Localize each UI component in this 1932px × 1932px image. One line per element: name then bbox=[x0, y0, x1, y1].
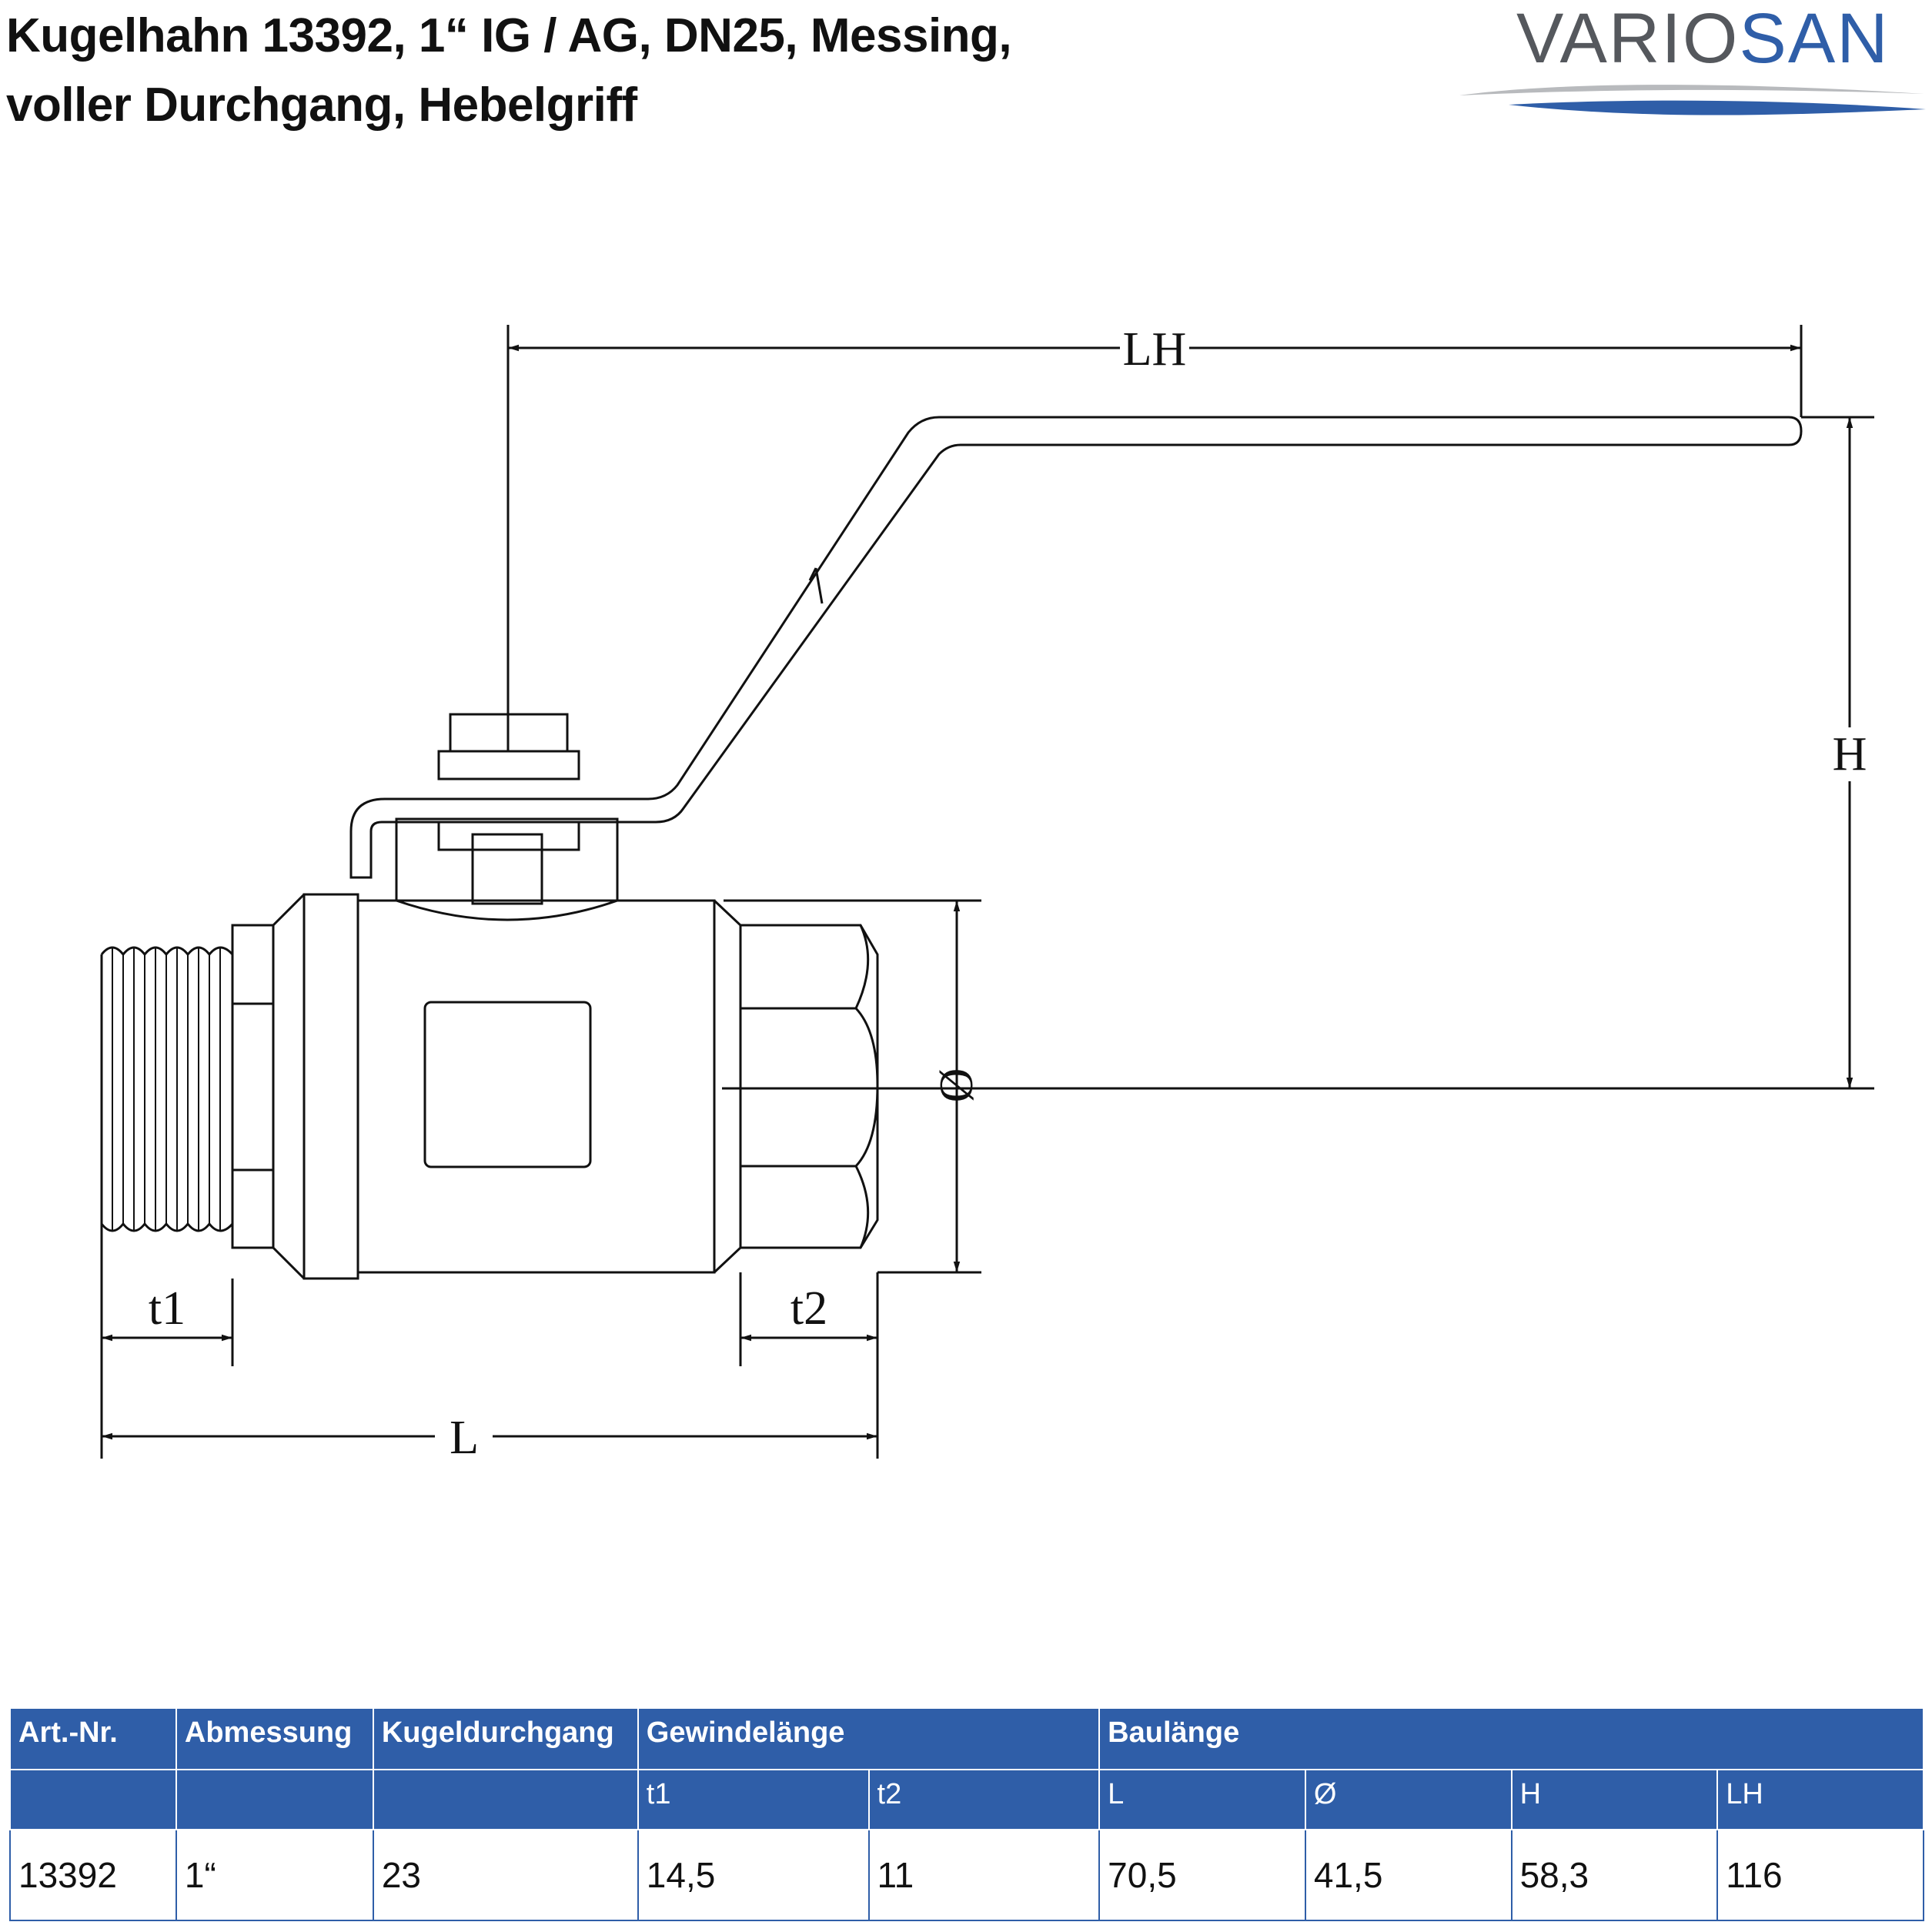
logo-text-part-2: SAN bbox=[1739, 0, 1890, 78]
female-hex-end bbox=[739, 924, 879, 1249]
logo-text-part-1: VARIO bbox=[1516, 0, 1740, 78]
l-label: L bbox=[450, 1412, 479, 1464]
subheader-l: L bbox=[1098, 1769, 1306, 1830]
table-subheader-row: t1 t2 L Ø H LH bbox=[9, 1769, 1924, 1830]
cell-art-nr: 13392 bbox=[9, 1829, 177, 1921]
cell-h: 58,3 bbox=[1510, 1829, 1719, 1921]
lh-label: LH bbox=[1123, 323, 1187, 376]
cell-lh: 116 bbox=[1716, 1829, 1924, 1921]
cell-t1: 14,5 bbox=[637, 1829, 870, 1921]
header-baulaenge: Baulänge bbox=[1098, 1707, 1924, 1770]
subheader-empty bbox=[372, 1769, 639, 1830]
table-row: 13392 1“ 23 14,5 11 70,5 41,5 58,3 116 bbox=[9, 1829, 1924, 1921]
logo-wave-icon bbox=[1459, 85, 1926, 115]
page-title: Kugelhahn 13392, 1“ IG / AG, DN25, Messi… bbox=[6, 2, 1012, 140]
header-abmessung: Abmessung bbox=[175, 1707, 374, 1770]
technical-drawing: LH H Ø t1 t2 L bbox=[100, 323, 1874, 1464]
cell-l: 70,5 bbox=[1098, 1829, 1306, 1921]
valve-body bbox=[272, 893, 742, 1280]
cell-diameter: 41,5 bbox=[1304, 1829, 1513, 1921]
subheader-empty bbox=[9, 1769, 177, 1830]
subheader-lh: LH bbox=[1716, 1769, 1924, 1830]
header-gewindelaenge: Gewindelänge bbox=[637, 1707, 1101, 1770]
subheader-empty bbox=[175, 1769, 374, 1830]
lever-handle bbox=[349, 416, 1803, 879]
stem-nut bbox=[437, 713, 580, 851]
title-line-2: voller Durchgang, Hebelgriff bbox=[6, 79, 637, 132]
cell-abmessung: 1“ bbox=[175, 1829, 374, 1921]
logo-wordmark: VARIOSAN bbox=[1516, 0, 1890, 77]
cell-kugeldurchgang: 23 bbox=[372, 1829, 639, 1921]
header-art-nr: Art.-Nr. bbox=[9, 1707, 177, 1770]
subheader-t1: t1 bbox=[637, 1769, 870, 1830]
male-thread-end bbox=[100, 924, 275, 1249]
t2-label: t2 bbox=[791, 1282, 827, 1335]
variosan-logo: VARIOSAN bbox=[1455, 0, 1932, 131]
subheader-t2: t2 bbox=[867, 1769, 1101, 1830]
table-header-row: Art.-Nr. Abmessung Kugeldurchgang Gewind… bbox=[9, 1707, 1924, 1770]
valve-bonnet bbox=[395, 817, 619, 921]
t1-label: t1 bbox=[149, 1282, 186, 1335]
diameter-label: Ø bbox=[931, 1068, 983, 1103]
h-label: H bbox=[1833, 728, 1867, 780]
cell-t2: 11 bbox=[867, 1829, 1101, 1921]
subheader-diameter: Ø bbox=[1304, 1769, 1513, 1830]
header-kugeldurchgang: Kugeldurchgang bbox=[372, 1707, 639, 1770]
title-line-1: Kugelhahn 13392, 1“ IG / AG, DN25, Messi… bbox=[6, 9, 1012, 62]
specifications-table: Art.-Nr. Abmessung Kugeldurchgang Gewind… bbox=[9, 1707, 1924, 1921]
subheader-h: H bbox=[1510, 1769, 1719, 1830]
